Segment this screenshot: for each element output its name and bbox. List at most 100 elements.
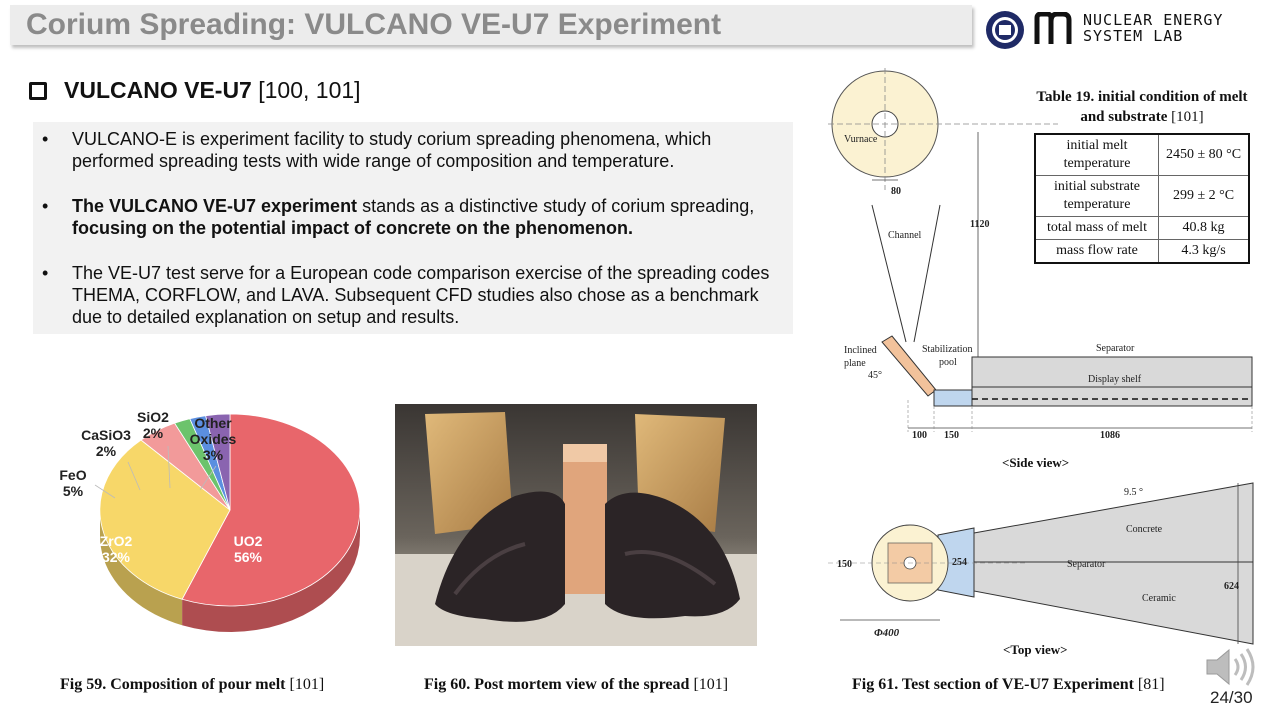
- initial-condition-table: initial melt temperature 2450 ± 80 °C in…: [1034, 133, 1250, 264]
- section-heading: VULCANO VE-U7 [100, 101]: [64, 77, 361, 104]
- stab-pool-label-1: Stabilization: [922, 344, 973, 355]
- table-cell-value: 4.3 kg/s: [1158, 239, 1250, 264]
- dim-254-label: 254: [952, 557, 967, 568]
- dim-80-label: 80: [891, 186, 901, 197]
- channel-wall: [913, 204, 941, 343]
- bullet-2: • The VULCANO VE-U7 experiment stands as…: [42, 195, 792, 239]
- bullet-2-text: stands as a distinctive study of corium …: [357, 196, 755, 216]
- pie-slices: [99, 413, 360, 607]
- bullet-2-bold2: focusing on the potential impact of conc…: [72, 218, 634, 238]
- angle-95-label: 9.5 °: [1124, 487, 1143, 498]
- table19-title-bold: Table 19. initial condition of melt and …: [1036, 89, 1248, 125]
- section-heading-ref: [100, 101]: [251, 77, 361, 103]
- separator-block: [971, 356, 1253, 407]
- fig59-caption-ref: [101]: [285, 676, 325, 693]
- dim-100-label: 100: [912, 430, 927, 441]
- dim-150-label: 150: [944, 430, 959, 441]
- angle-45-label: 45°: [868, 370, 882, 381]
- post-mortem-photo: [395, 404, 757, 646]
- side-view-label: <Side view>: [1002, 455, 1069, 470]
- separator-label: Separator: [1096, 343, 1135, 354]
- table-cell-label: total mass of melt: [1034, 216, 1159, 240]
- pie-leader-line: [199, 465, 217, 491]
- pie-side-zro2: [100, 510, 183, 626]
- lab-name: NUCLEAR ENERGY SYSTEM LAB: [1083, 12, 1223, 44]
- bullet-2-bold: The VULCANO VE-U7 experiment: [72, 196, 358, 216]
- bullet-1-text: VULCANO-E is experiment facility to stud…: [72, 129, 712, 171]
- fig60-caption-ref: [101]: [689, 676, 729, 693]
- bullet-1: • VULCANO-E is experiment facility to st…: [42, 128, 792, 172]
- fig61-caption: Fig 61. Test section of VE-U7 Experiment…: [852, 676, 1165, 694]
- dim-150-top-label: 150: [837, 559, 852, 570]
- ceramic-label: Ceramic: [1142, 593, 1176, 604]
- separator-top-label: Separator: [1067, 559, 1106, 570]
- lab-name-line2: SYSTEM LAB: [1083, 27, 1184, 45]
- table-cell-label: initial melt temperature: [1034, 133, 1159, 176]
- speaker-icon[interactable]: [1203, 645, 1259, 689]
- test-section-diagram: Vurnace 80 Channel 1120 Inclined plane 4…: [828, 68, 1254, 657]
- bullet-dot-icon: •: [42, 263, 49, 283]
- pie-side-uo2: [182, 510, 360, 632]
- pie-depth: [100, 510, 360, 632]
- page-number: 24/30: [1210, 688, 1253, 707]
- fig59-caption: Fig 59. Composition of pour melt [101]: [60, 676, 324, 694]
- display-shelf-label: Display shelf: [1088, 374, 1142, 385]
- table-cell-value: 299 ± 2 °C: [1158, 175, 1250, 217]
- bullet-dot-icon: •: [42, 129, 49, 149]
- inclined-label-2: plane: [844, 358, 866, 369]
- inclined-label-1: Inclined: [844, 345, 877, 356]
- fig59-caption-text: Fig 59. Composition of pour melt: [60, 676, 286, 693]
- table-cell-value: 40.8 kg: [1158, 216, 1250, 240]
- dim-1120-label: 1120: [970, 219, 989, 230]
- fig60-caption-text: Fig 60. Post mortem view of the spread: [424, 676, 690, 693]
- table-row: initial melt temperature 2450 ± 80 °C: [1034, 133, 1250, 176]
- table-row: initial substrate temperature 299 ± 2 °C: [1034, 175, 1250, 217]
- table-cell-value: 2450 ± 80 °C: [1158, 133, 1250, 176]
- stab-pool-label-2: pool: [939, 357, 957, 368]
- top-view-label: <Top view>: [1003, 642, 1068, 657]
- table19-title-ref: [101]: [1167, 109, 1204, 125]
- table19-title: Table 19. initial condition of melt and …: [1034, 87, 1250, 127]
- pie-leader-line: [127, 461, 141, 491]
- section-heading-bold: VULCANO VE-U7: [64, 77, 252, 103]
- concrete-label: Concrete: [1126, 524, 1163, 535]
- bullet-3: • The VE-U7 test serve for a European co…: [42, 262, 792, 328]
- spreading-section: [973, 482, 1254, 645]
- furnace-label: Vurnace: [844, 134, 878, 145]
- table-cell-label: mass flow rate: [1034, 239, 1159, 264]
- fig60-caption: Fig 60. Post mortem view of the spread […: [424, 676, 728, 694]
- dim-624-label: 624: [1224, 581, 1239, 592]
- pie-leader-line: [94, 484, 116, 499]
- stabilization-pool: [933, 389, 973, 407]
- pie-slice-other-oxides: [205, 413, 231, 511]
- slide-title: Corium Spreading: VULCANO VE-U7 Experime…: [26, 8, 722, 41]
- dim-1086-label: 1086: [1100, 430, 1120, 441]
- pie-leader-line: [167, 445, 171, 489]
- fig61-caption-ref: [81]: [1133, 676, 1165, 693]
- title-bar: [10, 5, 972, 45]
- dim-phi400-label: Φ400: [874, 627, 900, 639]
- pie-slice-uo2: [181, 413, 360, 607]
- table-row: mass flow rate 4.3 kg/s: [1034, 239, 1250, 264]
- channel-label: Channel: [888, 230, 922, 241]
- table-row: total mass of melt 40.8 kg: [1034, 216, 1250, 240]
- lab-logo-icon: [1034, 12, 1072, 44]
- channel-wall: [871, 204, 907, 343]
- bullet-text-box: • VULCANO-E is experiment facility to st…: [33, 122, 793, 334]
- pie-slice-zro2: [99, 439, 231, 600]
- bullet-dot-icon: •: [42, 196, 49, 216]
- lab-name-line1: NUCLEAR ENERGY: [1083, 11, 1224, 29]
- university-seal-icon: [986, 11, 1024, 49]
- bullet-3-text: The VE-U7 test serve for a European code…: [72, 263, 770, 327]
- fig61-caption-text: Fig 61. Test section of VE-U7 Experiment: [852, 676, 1134, 693]
- table-cell-label: initial substrate temperature: [1034, 175, 1159, 217]
- heading-bullet-icon: [29, 82, 47, 100]
